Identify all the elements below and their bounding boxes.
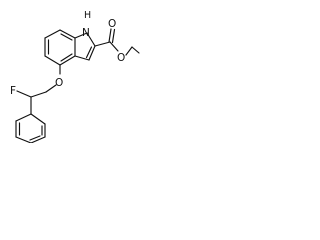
bond-ethyl xyxy=(131,46,140,54)
bond-benzyl-ring-4 xyxy=(30,113,46,125)
bond-benzyl-ring-6 xyxy=(30,136,46,143)
bond-carbonyl-ester-o xyxy=(109,41,119,52)
carbonyl-oxygen-label: O xyxy=(108,18,116,30)
bond-benzene-3 xyxy=(59,55,76,66)
bond-ester-o-ch2 xyxy=(125,46,133,56)
bond-pyrrole-4 xyxy=(74,55,90,61)
fluorine-label: F xyxy=(10,85,16,97)
bond-benzene-double-3 xyxy=(60,53,73,62)
bond-benzene-double-2 xyxy=(60,33,73,41)
molecule-diagram: H N O O O F xyxy=(10,10,140,143)
bond-pyrrole-1 xyxy=(74,32,88,39)
bond-benzyl-ring-2 xyxy=(16,90,32,98)
bond-benzene-1 xyxy=(59,29,76,39)
bond-ether-o-ch2 xyxy=(45,84,57,93)
bond-c2-carbonyl xyxy=(94,41,111,47)
bond-benzyl-ring-1 xyxy=(30,91,47,98)
bond-carbonyl-double-a xyxy=(108,28,112,43)
ether-oxygen-label: O xyxy=(55,77,63,89)
bond-pyrrole-2 xyxy=(86,32,96,47)
bond-pyrrole-double xyxy=(85,46,93,59)
indole-nitrogen-label: N xyxy=(82,27,90,39)
bond-carbonyl-double-b xyxy=(111,28,116,44)
bond-benzene-4 xyxy=(44,55,61,66)
indole-nh-label: H xyxy=(84,10,91,21)
bond-benzyl-double-3 xyxy=(29,135,41,141)
bond-benzyl-ring-9 xyxy=(15,113,32,122)
ester-oxygen-label: O xyxy=(117,52,125,64)
bond-benzyl-ring-7 xyxy=(15,136,32,143)
bond-pyrrole-3 xyxy=(88,45,96,61)
bond-benzene-6 xyxy=(44,29,61,39)
